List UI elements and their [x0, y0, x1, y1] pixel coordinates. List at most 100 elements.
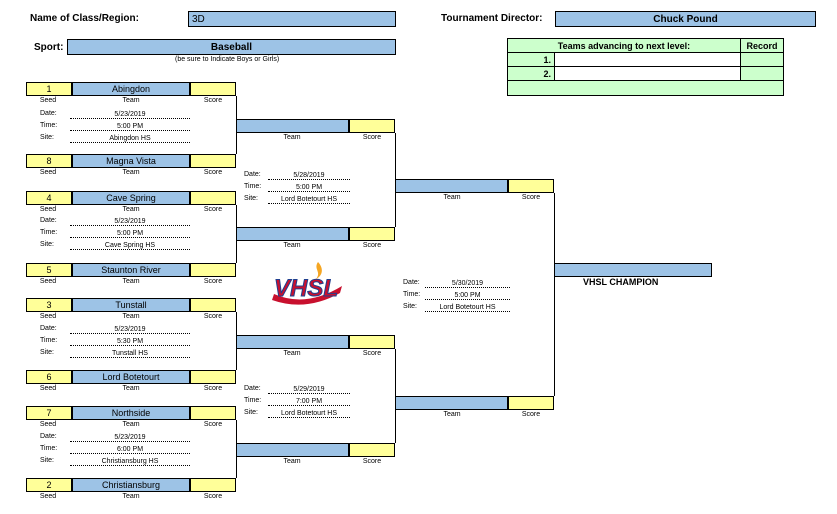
seed-3-box[interactable]: 4: [26, 191, 72, 205]
r2-team-3-box[interactable]: [236, 335, 349, 349]
score-6-box[interactable]: [190, 370, 236, 384]
champion-label: VHSL CHAMPION: [583, 277, 659, 287]
class-region-field[interactable]: 3D: [188, 11, 396, 27]
game2-2-date-value[interactable]: 5/29/2019: [268, 383, 350, 394]
team-2-box[interactable]: Magna Vista: [72, 154, 190, 168]
r2-score-3-box[interactable]: [349, 335, 395, 349]
team-8-box[interactable]: Christiansburg: [72, 478, 190, 492]
seed-2-box[interactable]: 8: [26, 154, 72, 168]
game1-3-date-value[interactable]: 5/23/2019: [70, 323, 190, 334]
team-3-box[interactable]: Cave Spring: [72, 191, 190, 205]
game1-4-time-value[interactable]: 6:00 PM: [70, 443, 190, 454]
game1-4-time-label: Time:: [40, 445, 58, 452]
advancing-row-2-label: 2.: [508, 67, 555, 81]
game3-date-value[interactable]: 5/30/2019: [425, 277, 510, 288]
game1-1-site-label: Site:: [40, 134, 55, 141]
seed-5-box[interactable]: 3: [26, 298, 72, 312]
vhsl-logo: VHSL: [266, 260, 346, 315]
team-caption: Team: [122, 169, 140, 176]
score-caption: Score: [203, 278, 223, 285]
r2-score-1-box[interactable]: [349, 119, 395, 133]
team-caption: Team: [443, 194, 461, 201]
seed-caption: Seed: [39, 206, 57, 213]
game1-1-time-label: Time:: [40, 122, 58, 129]
r3-connector: [554, 193, 555, 396]
score-caption: Score: [203, 206, 223, 213]
seed-4-box[interactable]: 5: [26, 263, 72, 277]
team-caption: Team: [122, 493, 140, 500]
seed-caption: Seed: [39, 278, 57, 285]
team-5-box[interactable]: Tunstall: [72, 298, 190, 312]
seed-1-box[interactable]: 1: [26, 82, 72, 96]
team-1-box[interactable]: Abingdon: [72, 82, 190, 96]
advancing-record-2-field[interactable]: [741, 67, 783, 81]
score-5-box[interactable]: [190, 298, 236, 312]
advancing-team-1-field[interactable]: [555, 53, 741, 67]
game1-2-time-value[interactable]: 5:00 PM: [70, 227, 190, 238]
game2-2-site-value[interactable]: Lord Botetourt HS: [268, 407, 350, 418]
team-caption: Team: [122, 97, 140, 104]
game1-1-site-value[interactable]: Abingdon HS: [70, 132, 190, 143]
champion-box[interactable]: [554, 263, 712, 277]
team-caption: Team: [283, 458, 301, 465]
score-7-box[interactable]: [190, 406, 236, 420]
game1-3-time-value[interactable]: 5:30 PM: [70, 335, 190, 346]
r2-team-4-box[interactable]: [236, 443, 349, 457]
team-caption: Team: [122, 278, 140, 285]
game2-1-site-label: Site:: [244, 195, 259, 202]
r3-score-1-box[interactable]: [508, 179, 554, 193]
score-4-box[interactable]: [190, 263, 236, 277]
team-caption: Team: [283, 134, 301, 141]
seed-6-box[interactable]: 6: [26, 370, 72, 384]
score-caption: Score: [203, 421, 223, 428]
team-4-box[interactable]: Staunton River: [72, 263, 190, 277]
game1-3-site-value[interactable]: Tunstall HS: [70, 347, 190, 358]
seed-8-box[interactable]: 2: [26, 478, 72, 492]
game1-4-date-value[interactable]: 5/23/2019: [70, 431, 190, 442]
team-caption: Team: [122, 313, 140, 320]
sport-label: Sport:: [34, 42, 64, 53]
score-caption: Score: [203, 313, 223, 320]
score-3-box[interactable]: [190, 191, 236, 205]
r2-team-1-box[interactable]: [236, 119, 349, 133]
advancing-table: Teams advancing to next level: Record 1.…: [507, 38, 784, 96]
r2-score-2-box[interactable]: [349, 227, 395, 241]
score-1-box[interactable]: [190, 82, 236, 96]
game2-1-time-value[interactable]: 5:00 PM: [268, 181, 350, 192]
game1-2-site-label: Site:: [40, 241, 55, 248]
game1-1-date-label: Date:: [40, 110, 57, 117]
game3-time-value[interactable]: 5:00 PM: [425, 289, 510, 300]
game2-1-date-value[interactable]: 5/28/2019: [268, 169, 350, 180]
team-6-box[interactable]: Lord Botetourt: [72, 370, 190, 384]
game1-2-date-value[interactable]: 5/23/2019: [70, 215, 190, 226]
game2-2-time-value[interactable]: 7:00 PM: [268, 395, 350, 406]
game3-site-value[interactable]: Lord Botetourt HS: [425, 301, 510, 312]
advancing-record-1-field[interactable]: [741, 53, 783, 67]
game1-1-date-value[interactable]: 5/23/2019: [70, 108, 190, 119]
team-caption: Team: [283, 242, 301, 249]
r3-team-2-box[interactable]: [395, 396, 508, 410]
r2-team-2-box[interactable]: [236, 227, 349, 241]
score-8-box[interactable]: [190, 478, 236, 492]
game1-2-site-value[interactable]: Cave Spring HS: [70, 239, 190, 250]
sport-field[interactable]: Baseball: [67, 39, 396, 55]
r3-score-2-box[interactable]: [508, 396, 554, 410]
team-7-box[interactable]: Northside: [72, 406, 190, 420]
game1-2-time-label: Time:: [40, 229, 58, 236]
score-2-box[interactable]: [190, 154, 236, 168]
advancing-team-2-field[interactable]: [555, 67, 741, 81]
game1-1-time-value[interactable]: 5:00 PM: [70, 120, 190, 131]
score-caption: Score: [203, 493, 223, 500]
seed-caption: Seed: [39, 493, 57, 500]
game2-1-site-value[interactable]: Lord Botetourt HS: [268, 193, 350, 204]
r2-score-4-box[interactable]: [349, 443, 395, 457]
game1-3-site-label: Site:: [40, 349, 55, 356]
score-caption: Score: [362, 458, 382, 465]
seed-7-box[interactable]: 7: [26, 406, 72, 420]
game1-4-site-value[interactable]: Christiansburg HS: [70, 455, 190, 466]
director-field[interactable]: Chuck Pound: [555, 11, 816, 27]
r3-team-1-box[interactable]: [395, 179, 508, 193]
class-region-label: Name of Class/Region:: [30, 13, 139, 24]
seed-caption: Seed: [39, 169, 57, 176]
game3-time-label: Time:: [403, 291, 421, 298]
